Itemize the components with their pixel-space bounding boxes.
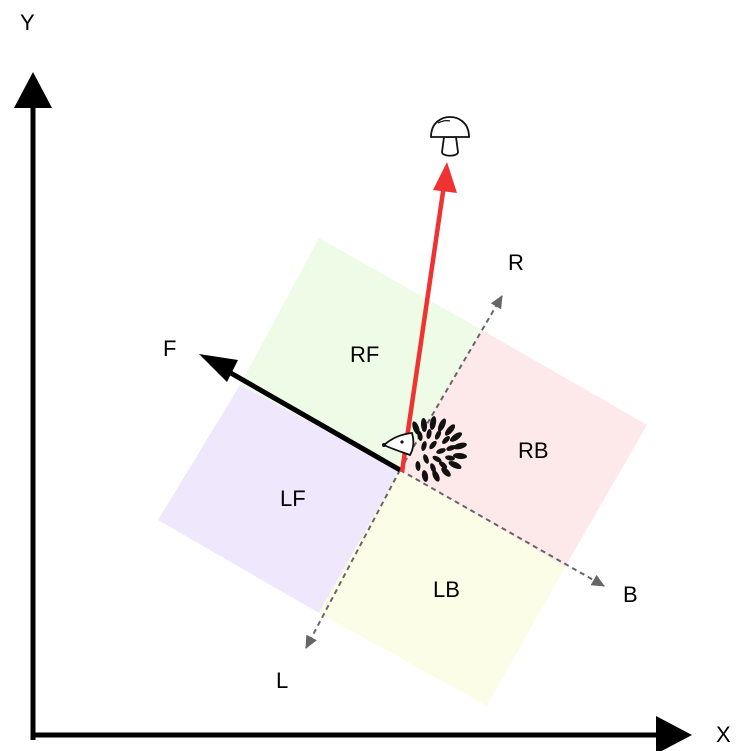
quadrant-rb bbox=[400, 330, 647, 567]
target-arrow bbox=[399, 184, 447, 473]
quadrant-label-lf: LF bbox=[280, 486, 306, 511]
quadrant-label-rb: RB bbox=[518, 438, 549, 463]
dashed-axis-b bbox=[399, 469, 605, 587]
y-axis-arrowhead bbox=[14, 72, 52, 108]
direction-label-l: L bbox=[276, 668, 288, 693]
target-arrowhead bbox=[433, 162, 457, 193]
direction-label-r: R bbox=[508, 250, 524, 275]
quadrant-lf bbox=[158, 385, 400, 613]
forward-arrowhead bbox=[199, 354, 238, 382]
dashed-axis-r bbox=[399, 295, 503, 471]
hedgehog-icon bbox=[382, 416, 467, 482]
x-axis-label: X bbox=[716, 722, 731, 747]
y-axis-label: Y bbox=[20, 10, 35, 35]
direction-label-f: F bbox=[163, 336, 176, 361]
dashed-axis-l bbox=[305, 469, 401, 649]
mushroom-icon bbox=[430, 116, 470, 157]
x-axis-arrowhead bbox=[656, 716, 692, 751]
quadrant-lb bbox=[319, 470, 565, 706]
quadrant-label-lb: LB bbox=[433, 577, 460, 602]
direction-label-b: B bbox=[623, 582, 638, 607]
forward-arrow bbox=[220, 365, 402, 473]
quadrant-label-rf: RF bbox=[350, 342, 379, 367]
